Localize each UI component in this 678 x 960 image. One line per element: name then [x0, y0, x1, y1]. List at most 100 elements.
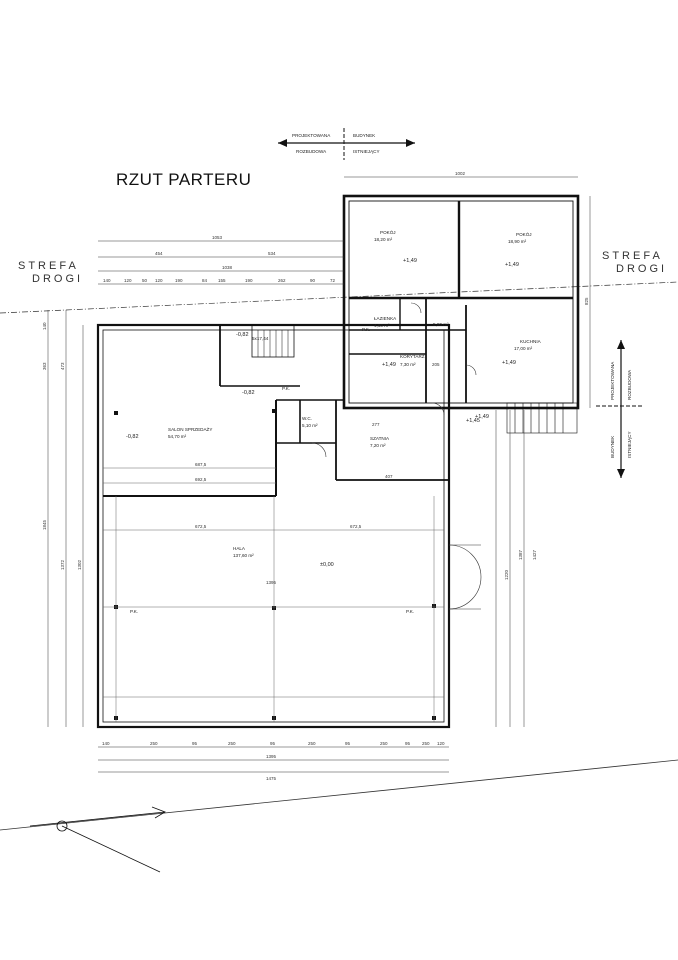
- dim-row-small-8: 262: [278, 278, 286, 283]
- property-boundary: [0, 759, 678, 831]
- zone-label-left-line1: STREFA: [18, 260, 79, 272]
- dim-right-vert-2: 1427: [532, 549, 537, 560]
- room-salon-area: 54,70 m²: [168, 434, 187, 439]
- room-szatnia-area: 7,20 m²: [370, 443, 386, 448]
- grid-lines: [103, 467, 444, 722]
- legend-side-b: ROZBUDOWA: [627, 369, 632, 400]
- dim-row-small-6: 155: [218, 278, 226, 283]
- zone-label-right-line2: DROGI: [616, 263, 668, 275]
- pk-label-3: P.K.: [130, 609, 138, 614]
- level-2: +1,49: [505, 262, 519, 268]
- dim-bottom-9: 250: [422, 741, 430, 746]
- pk-label-4: P.K.: [406, 609, 414, 614]
- plan-title: RZUT PARTERU: [116, 170, 252, 189]
- level-8: -0,82: [126, 434, 139, 440]
- dim-row-small-1: 120: [124, 278, 132, 283]
- room-szatnia-name: SZATNIA: [370, 436, 390, 441]
- dim-left-vert-0: 1845: [42, 519, 47, 530]
- dim-left-vert-4: 473: [60, 362, 65, 370]
- dim-right-top: 825: [584, 297, 589, 305]
- dim-mid-b: 277: [372, 422, 380, 427]
- dim-row-small-10: 72: [330, 278, 336, 283]
- zone-label-left-line2: DROGI: [32, 273, 84, 285]
- room-hala-name: HALA: [233, 546, 246, 551]
- dim-bottom-total: 1395: [266, 754, 277, 759]
- north-arrow: [29, 806, 166, 873]
- room-hala-area: 137,60 m²: [233, 553, 254, 558]
- room-pokoj1-name: POKÓJ: [380, 229, 396, 235]
- extension-legend-top: PROJEKTOWANA ROZBUDOWA BUDYNEK ISTNIEJĄC…: [278, 128, 415, 160]
- zone-label-left: STREFA DROGI: [18, 260, 83, 286]
- level-7: -0,82: [242, 390, 255, 396]
- dim-bottom-2: 95: [192, 741, 198, 746]
- room-lazienka-name: ŁAZIENKA: [374, 316, 397, 321]
- dim-left-total: 1053: [212, 235, 223, 240]
- dim-bottom-8: 95: [405, 741, 411, 746]
- level-3: +1,49: [382, 362, 396, 368]
- dim-left-c: 1038: [222, 265, 233, 270]
- level-4: +1,49: [502, 360, 516, 366]
- dim-hala-w2: 672,5: [350, 524, 362, 529]
- dim-row-small-4: 190: [175, 278, 183, 283]
- level-9: ±0,00: [320, 562, 334, 568]
- dim-bottom-4: 95: [270, 741, 276, 746]
- dim-salon-w1: 687,5: [195, 462, 207, 467]
- dim-hala-w3: 1395: [266, 580, 277, 585]
- dim-row-small-0: 140: [103, 278, 111, 283]
- room-pokoj2-area: 18,90 m²: [508, 239, 527, 244]
- room-small-area: 5,80 m²: [433, 322, 449, 327]
- dim-left-a: 454: [155, 251, 163, 256]
- dim-bottom-1: 250: [150, 741, 158, 746]
- zone-label-right: STREFA DROGI: [602, 250, 667, 276]
- dim-korytarz-w: 205: [432, 362, 440, 367]
- dim-bottom-0: 140: [102, 741, 110, 746]
- stair-label: 5x17,44: [252, 336, 269, 341]
- dim-row-small-9: 90: [310, 278, 316, 283]
- legend-top-right: BUDYNEK: [353, 133, 376, 138]
- dim-bottom-10: 120: [437, 741, 445, 746]
- dim-bottom-5: 250: [308, 741, 316, 746]
- zone-label-right-line1: STREFA: [602, 250, 663, 262]
- dim-left-vert-3: 363: [42, 362, 47, 370]
- room-korytarz-name: KORYTARZ: [400, 354, 425, 359]
- dim-bottom-3: 250: [228, 741, 236, 746]
- level-5: +1,45: [466, 418, 480, 424]
- pk-label-1: P.K.: [282, 386, 290, 391]
- dim-bottom-6: 95: [345, 741, 351, 746]
- dim-top-total: 1002: [455, 171, 466, 176]
- dim-row-small-2: 50: [142, 278, 148, 283]
- room-salon-name: SALON SPRZEDAŻY: [168, 426, 212, 432]
- extension-legend-side: PROJEKTOWANA ROZBUDOWA BUDYNEK ISTNIEJĄC…: [596, 340, 644, 478]
- existing-building-walls: [342, 194, 580, 410]
- dim-row-small-3: 120: [155, 278, 163, 283]
- room-wc-area: 5,10 m²: [302, 423, 318, 428]
- dim-row-small-7: 190: [245, 278, 253, 283]
- dim-bottom-7: 250: [380, 741, 388, 746]
- legend-side-c: BUDYNEK: [610, 435, 615, 458]
- room-kuchnia-area: 17,00 m²: [514, 346, 533, 351]
- extension-walls: [96, 323, 451, 729]
- dimension-lines: [47, 176, 591, 773]
- legend-top-left2: ROZBUDOWA: [296, 149, 327, 154]
- dim-left-vert-2: 1302: [77, 559, 82, 570]
- legend-side-d: ISTNIEJĄCY: [627, 431, 632, 458]
- room-lazienka-area: 4,60 m²: [374, 323, 390, 328]
- pk-label-2: P.K.: [362, 327, 370, 332]
- dim-row-small-5: 84: [202, 278, 208, 283]
- dim-left-vert-5: 140: [42, 322, 47, 330]
- room-kuchnia-name: KUCHNIA: [520, 339, 542, 344]
- level-1: +1,49: [403, 258, 417, 264]
- legend-top-right2: ISTNIEJĄCY: [353, 149, 380, 154]
- dim-salon-w2: 692,5: [195, 477, 207, 482]
- dim-right-vert-0: 1220: [504, 569, 509, 580]
- stairs-right: [506, 402, 578, 434]
- dim-left-b: 534: [268, 251, 276, 256]
- room-korytarz-area: 7,30 m²: [400, 362, 416, 367]
- level-10: +1,49: [475, 414, 489, 420]
- legend-top-left: PROJEKTOWANA: [292, 133, 331, 138]
- dim-row-small: 140 120 50 120 190 84 155 190 262 90 72: [103, 278, 336, 283]
- doors: [311, 302, 482, 610]
- level-6: -0,82: [236, 332, 249, 338]
- room-wc-name: W.C.: [302, 416, 312, 421]
